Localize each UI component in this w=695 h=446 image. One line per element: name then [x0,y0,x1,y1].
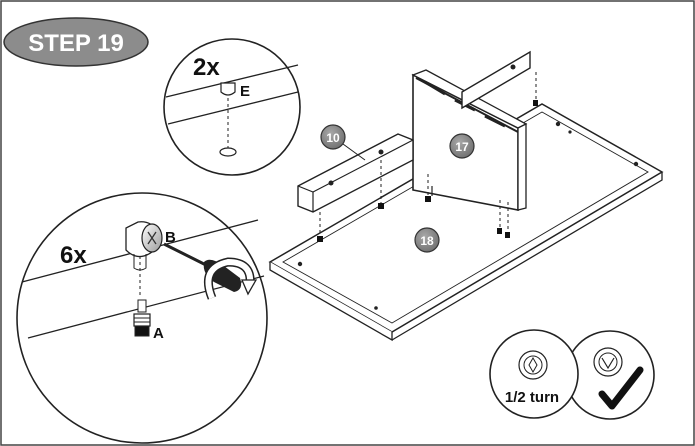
step-badge: STEP 19 [3,17,149,67]
bolt-a-icon [133,299,151,337]
detail-bottom-quantity: 6x [60,242,87,269]
part-badge-18: 18 [414,227,440,253]
cam-lock-b-icon [125,221,163,298]
detail-bottom-dowel-label: A [153,325,164,342]
back-rail [461,50,537,110]
rotate-arrow-icon [204,257,258,300]
detail-top-part-label: E [240,83,250,100]
turn-label: 1/2 turn [505,389,559,406]
step-label: STEP 19 [28,30,124,57]
detail-bottom-cam-label: B [165,229,176,246]
cam-lock-icon [518,350,548,380]
part-badge-10: 10 [320,124,346,150]
part-label-10: 10 [326,131,340,145]
tightening-detail: 1/2 turn [489,329,655,420]
detail-top-quantity: 2x [193,54,220,81]
front-rail [297,133,429,240]
part-label-17: 17 [455,140,469,154]
dowel-e-icon [219,82,237,157]
detail-circle-top: 2x E [163,38,301,176]
part-label-18: 18 [420,234,434,248]
dowel-pins [317,100,538,242]
checkmark-icon [598,366,644,410]
detail-circle-bottom: 6x B A [16,192,268,444]
main-assembly: 10 17 18 [268,50,664,342]
cam-lock-locked-icon [593,347,623,377]
part-badge-17: 17 [449,133,475,159]
